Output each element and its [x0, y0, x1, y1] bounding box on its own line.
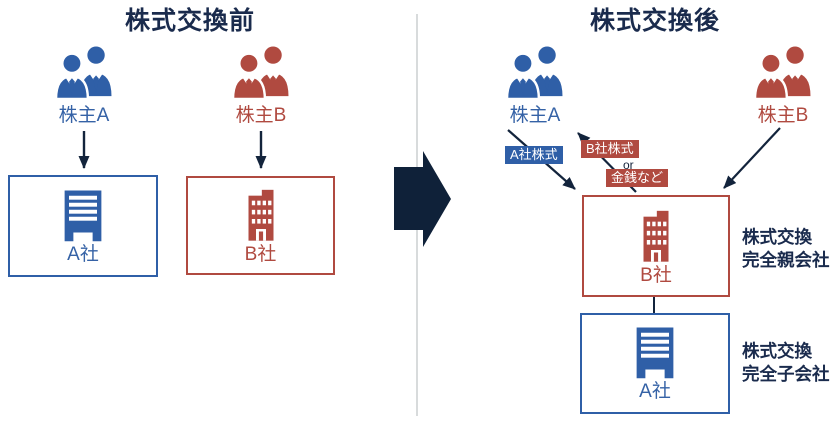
after-title: 株式交換後: [589, 7, 720, 35]
child-role-line1: 株式交換: [742, 341, 812, 361]
transform-arrow: [394, 151, 451, 247]
shareholder-label: 株主A: [509, 105, 561, 126]
shareholders-icon: [505, 46, 563, 99]
company-label: B社: [244, 244, 277, 266]
company-label: A社: [67, 243, 99, 265]
before-company-a-box: A社: [8, 175, 158, 277]
child-role-label: 株式交換 完全子会社: [742, 340, 830, 386]
shareholders-icon: [753, 46, 811, 99]
company-label: A社: [639, 381, 671, 403]
shareholders-icon: [54, 46, 112, 99]
shareholders-icon: [231, 46, 289, 99]
after-company-a-box: A社: [580, 313, 730, 414]
parent-role-line2: 完全親会社: [742, 250, 830, 270]
after-shareholder-a: 株主A: [493, 45, 577, 127]
after-shareholder-b: 株主B: [741, 45, 825, 127]
panel-divider: [416, 14, 418, 416]
money-badge: 金銭など: [606, 169, 669, 187]
parent-role-label: 株式交換 完全親会社: [742, 226, 830, 272]
shareholder-label: 株主A: [58, 105, 110, 126]
tall-building-icon: [643, 210, 669, 262]
flat-building-icon: [64, 190, 102, 241]
before-shareholder-b: 株主B: [219, 45, 303, 127]
tall-building-icon: [248, 189, 273, 241]
child-role-line2: 完全子会社: [742, 364, 830, 384]
before-title: 株式交換前: [124, 7, 255, 35]
after-company-b-box: B社: [582, 195, 730, 297]
a-shares-badge: A社株式: [505, 146, 563, 164]
parent-role-line1: 株式交換: [742, 227, 812, 247]
before-shareholder-a: 株主A: [42, 45, 126, 127]
arrow-after-shareholderB-to-companyB: [723, 127, 781, 189]
b-shares-badge: B社株式: [581, 140, 639, 158]
before-company-b-box: B社: [186, 176, 335, 275]
flat-building-icon: [636, 327, 674, 379]
shareholder-label: 株主B: [757, 105, 809, 126]
company-label: B社: [640, 264, 672, 286]
shareholder-label: 株主B: [235, 105, 287, 126]
